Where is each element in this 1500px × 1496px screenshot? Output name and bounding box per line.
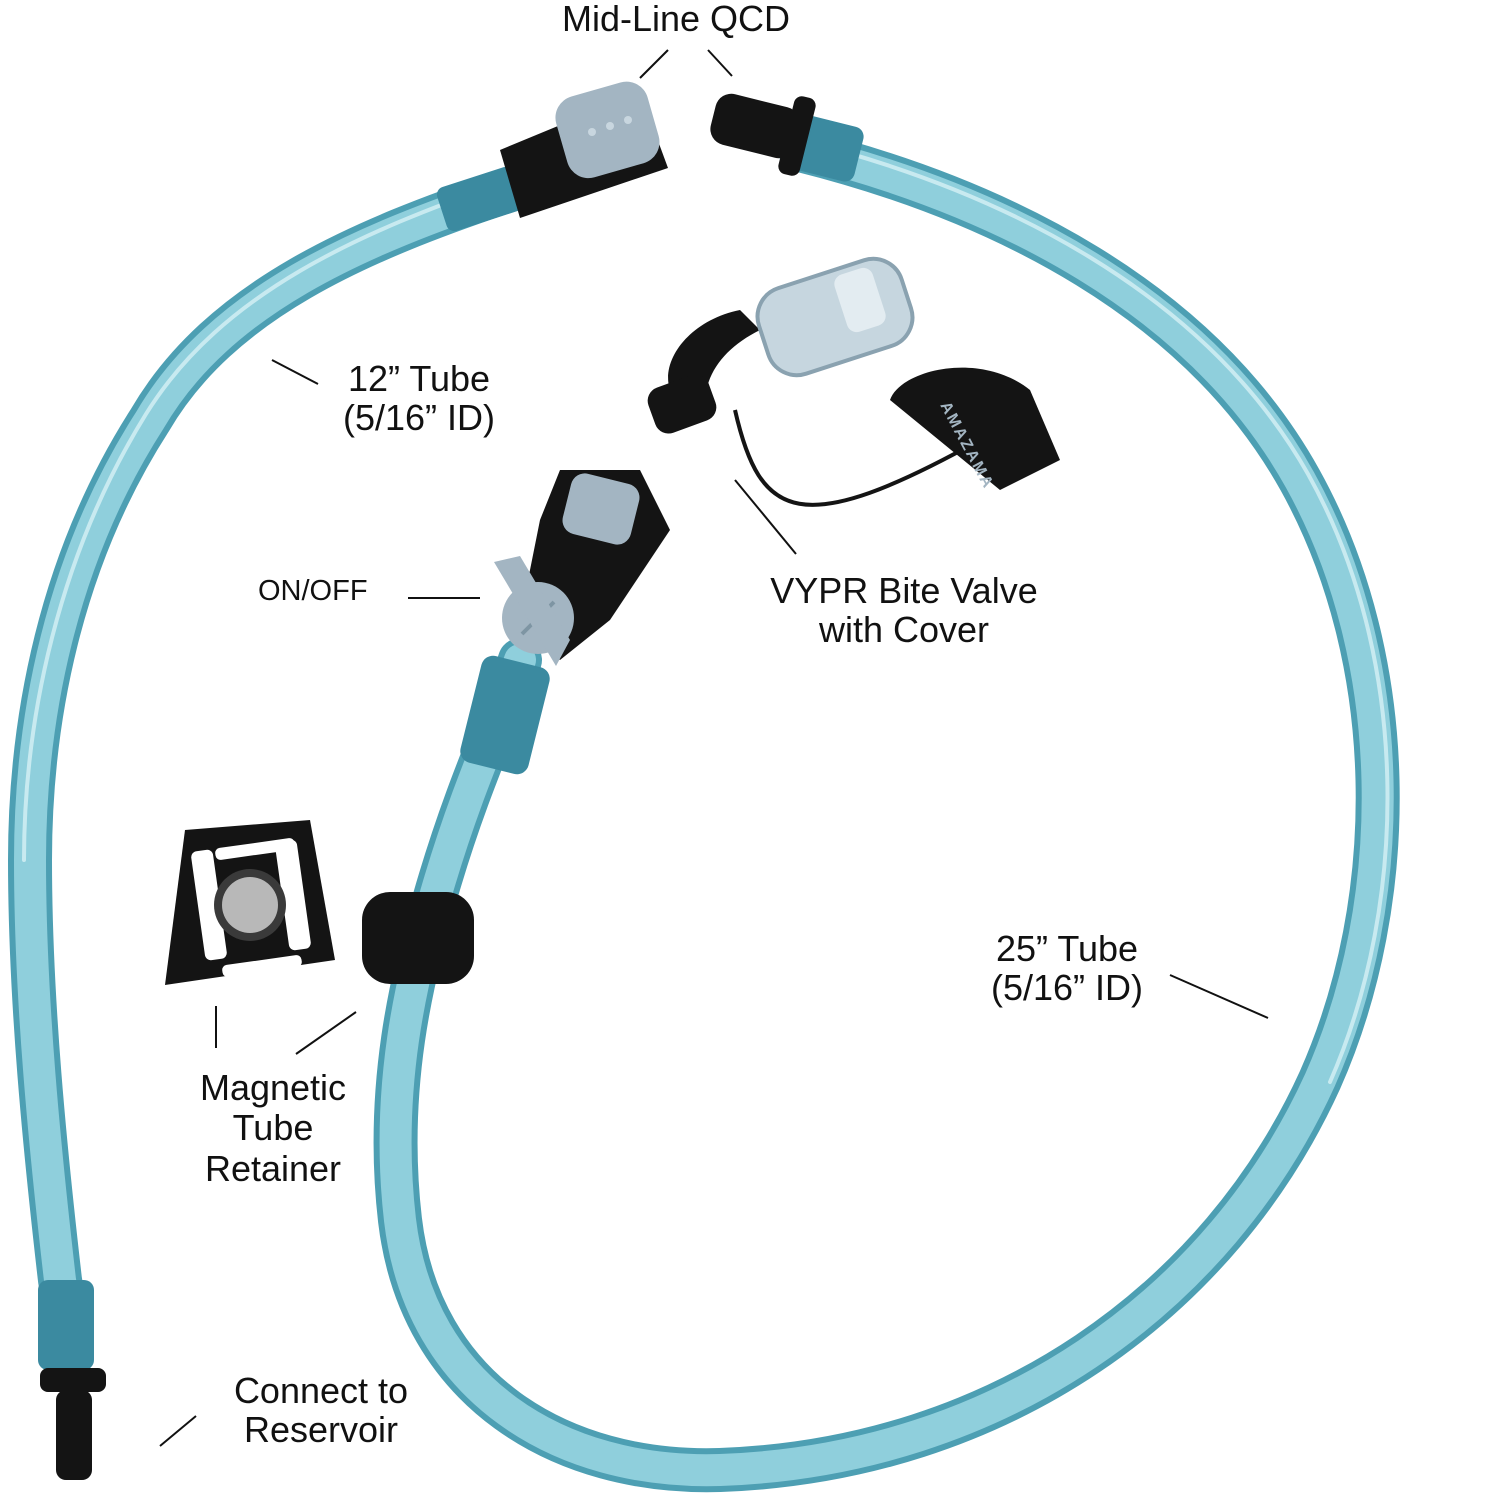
- label-25-inch-tube: 25” Tube (5/16” ID): [990, 928, 1144, 1008]
- label-12-inch-tube: 12” Tube (5/16” ID): [342, 358, 496, 438]
- leader-lines: [159, 49, 1269, 1447]
- tube-clip: [362, 892, 474, 984]
- label-connect-to-reservoir: Connect to Reservoir: [233, 1370, 409, 1450]
- label-on-off: ON/OFF: [258, 575, 368, 607]
- vypr-bite-valve: [647, 256, 981, 507]
- mid-line-qcd-female: [500, 81, 668, 218]
- magnetic-retainer-plate: [165, 820, 335, 985]
- label-vypr-bite-valve: VYPR Bite Valve with Cover: [770, 570, 1038, 650]
- label-magnetic-tube-retainer: Magnetic Tube Retainer: [199, 1067, 347, 1189]
- tube-12-inch: [7, 166, 532, 1370]
- reservoir-connector: [40, 1368, 106, 1480]
- mid-line-qcd-male: [710, 93, 816, 176]
- label-mid-line-qcd: Mid-Line QCD: [561, 0, 791, 39]
- on-off-valve-assembly: [494, 470, 670, 666]
